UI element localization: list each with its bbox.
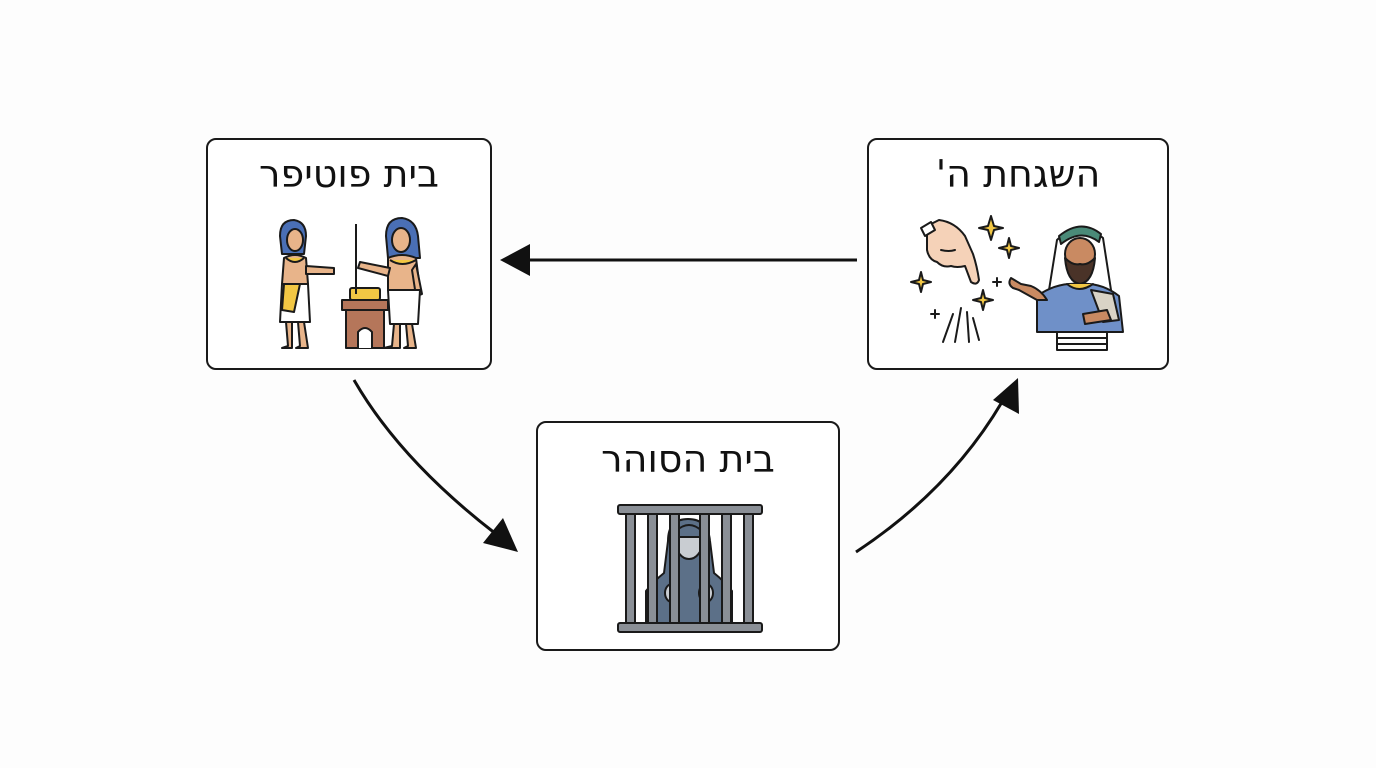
prisoner-behind-bars-icon bbox=[617, 504, 763, 633]
arrow-providence-to-potiphar bbox=[500, 244, 857, 276]
node-title: השגחת ה' bbox=[935, 152, 1101, 196]
node-potiphar-house: בית פוטיפר bbox=[206, 138, 492, 370]
arrow-prison-to-providence bbox=[855, 378, 1019, 554]
egyptian-figures-icon bbox=[279, 217, 423, 349]
node-title: בית פוטיפר bbox=[259, 152, 439, 196]
node-divine-providence: השגחת ה' bbox=[867, 138, 1169, 370]
arrow-potiphar-to-prison bbox=[352, 379, 518, 552]
divine-hand-icon bbox=[910, 215, 1124, 351]
node-title: בית הסוהר bbox=[601, 437, 775, 481]
node-prison: בית הסוהר bbox=[536, 421, 840, 651]
